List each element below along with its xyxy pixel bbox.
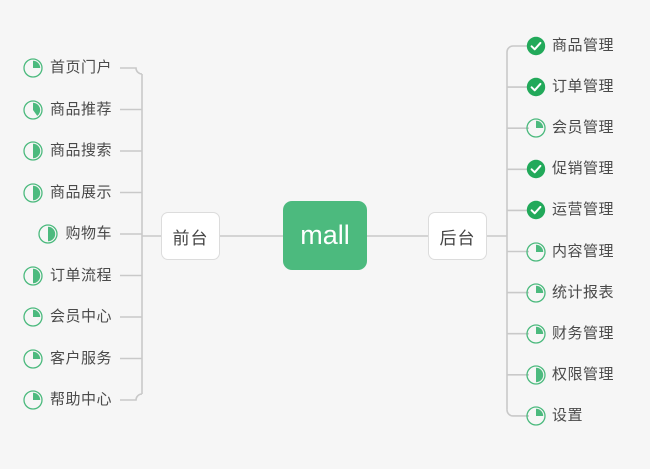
frontend-item[interactable]: 购物车 bbox=[38, 221, 112, 247]
frontend-item[interactable]: 商品搜索 bbox=[23, 138, 112, 164]
item-label: 会员中心 bbox=[49, 308, 112, 325]
check-circle-icon bbox=[526, 36, 546, 56]
item-label: 统计报表 bbox=[552, 283, 615, 301]
item-label: 商品展示 bbox=[49, 183, 112, 201]
backend-item[interactable]: 运营管理 bbox=[526, 197, 614, 223]
backend-item[interactable]: 权限管理 bbox=[526, 362, 614, 388]
frontend-item[interactable]: 帮助中心 bbox=[23, 387, 112, 413]
pie-progress-icon bbox=[526, 241, 546, 262]
backend-item[interactable]: 内容管理 bbox=[526, 239, 614, 265]
pie-progress-icon bbox=[23, 307, 43, 327]
frontend-item[interactable]: 商品展示 bbox=[23, 180, 112, 206]
backend-item[interactable]: 会员管理 bbox=[526, 115, 614, 141]
pie-progress-icon bbox=[23, 182, 43, 203]
root-node-mall[interactable]: mall bbox=[283, 201, 367, 270]
branch-node-frontend-label: 前台 bbox=[172, 228, 209, 248]
item-label: 订单管理 bbox=[552, 78, 615, 96]
root-node-label: mall bbox=[300, 220, 350, 250]
backend-item[interactable]: 统计报表 bbox=[526, 280, 614, 306]
pie-progress-icon bbox=[526, 118, 546, 138]
pie-progress-icon bbox=[526, 324, 546, 344]
item-label: 内容管理 bbox=[552, 242, 615, 260]
pie-progress-icon bbox=[23, 58, 43, 78]
pie-progress-icon bbox=[23, 99, 43, 120]
item-label: 客户服务 bbox=[49, 349, 112, 367]
check-circle-icon bbox=[526, 159, 546, 179]
pie-progress-icon bbox=[38, 224, 59, 244]
backend-item[interactable]: 订单管理 bbox=[526, 74, 614, 100]
pie-progress-icon bbox=[526, 406, 546, 426]
pie-progress-icon bbox=[23, 390, 43, 410]
item-label: 商品搜索 bbox=[49, 142, 112, 159]
item-label: 促销管理 bbox=[552, 160, 615, 178]
pie-progress-icon bbox=[23, 265, 43, 286]
item-label: 购物车 bbox=[65, 225, 112, 242]
item-label: 商品管理 bbox=[552, 37, 615, 54]
branch-node-frontend[interactable]: 前台 bbox=[161, 212, 220, 260]
item-label: 商品推荐 bbox=[49, 100, 112, 118]
item-label: 首页门户 bbox=[49, 59, 112, 76]
item-label: 订单流程 bbox=[49, 266, 112, 284]
frontend-item[interactable]: 首页门户 bbox=[23, 55, 112, 81]
connector-line bbox=[506, 409, 529, 417]
item-label: 会员管理 bbox=[552, 119, 615, 137]
item-label: 财务管理 bbox=[552, 324, 615, 342]
backend-item[interactable]: 促销管理 bbox=[526, 156, 614, 182]
branch-node-backend-label: 后台 bbox=[439, 228, 476, 248]
backend-item[interactable]: 财务管理 bbox=[526, 321, 614, 347]
connector-line bbox=[120, 67, 143, 75]
backend-item[interactable]: 商品管理 bbox=[526, 33, 614, 59]
frontend-item[interactable]: 会员中心 bbox=[23, 304, 112, 330]
frontend-item[interactable]: 商品推荐 bbox=[23, 97, 112, 123]
pie-progress-icon bbox=[23, 141, 43, 161]
item-label: 设置 bbox=[552, 406, 584, 424]
backend-item[interactable]: 设置 bbox=[526, 403, 583, 429]
item-label: 帮助中心 bbox=[49, 391, 112, 408]
pie-progress-icon bbox=[526, 365, 546, 385]
check-circle-icon bbox=[526, 77, 546, 97]
frontend-item[interactable]: 客户服务 bbox=[23, 346, 112, 372]
item-label: 运营管理 bbox=[552, 201, 615, 219]
pie-progress-icon bbox=[526, 282, 546, 303]
pie-progress-icon bbox=[23, 348, 43, 369]
frontend-item[interactable]: 订单流程 bbox=[23, 263, 112, 289]
connector-line bbox=[120, 393, 143, 401]
connector-line bbox=[506, 45, 529, 53]
branch-node-backend[interactable]: 后台 bbox=[428, 212, 487, 260]
item-label: 权限管理 bbox=[552, 365, 615, 383]
check-circle-icon bbox=[526, 200, 546, 220]
